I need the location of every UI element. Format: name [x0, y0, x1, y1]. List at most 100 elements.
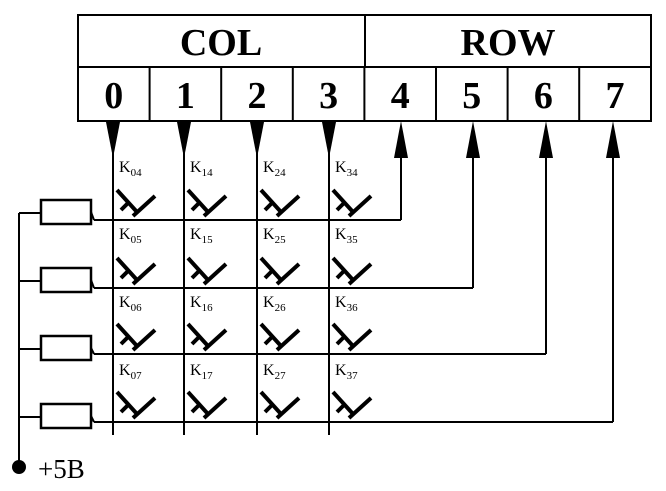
switch-contact: [331, 322, 355, 348]
row-arrow-6: [539, 121, 553, 158]
switch-tick: [335, 269, 346, 280]
key-switch-27: [259, 390, 301, 420]
switch-tick: [190, 269, 201, 280]
column-arrow-2: [250, 122, 264, 158]
switch-tick: [263, 201, 274, 212]
row-label: ROW: [461, 22, 556, 64]
key-switch-05: [115, 256, 157, 286]
key-label-34: K34: [335, 159, 358, 179]
port-header-table: COL ROW 0 1 2 3 4 5 6 7: [77, 14, 652, 122]
bit-label-4: 4: [391, 75, 410, 117]
key-switch-24: [259, 188, 301, 218]
bit-label-3: 3: [319, 75, 338, 117]
resistor-7: [39, 402, 93, 430]
key-switch-16: [186, 322, 228, 352]
column-lines: [106, 121, 336, 435]
resistor-lead-right: [90, 279, 95, 289]
switch-blade: [275, 396, 301, 420]
key-label-06: K06: [119, 294, 142, 314]
supply-terminal: [12, 460, 26, 474]
switch-contact: [186, 256, 210, 282]
bit-label-0: 0: [104, 75, 123, 117]
key-label-14: K14: [190, 159, 213, 179]
key-label-05: K05: [119, 226, 142, 246]
bit-label-2: 2: [248, 75, 267, 117]
key-switch-04: [115, 188, 157, 218]
key-label-16: K16: [190, 294, 213, 314]
resistor-5: [39, 266, 93, 294]
resistor-lead-right: [90, 415, 95, 423]
key-switch-15: [186, 256, 228, 286]
key-label-37: K37: [335, 362, 358, 382]
bit-label-1: 1: [176, 75, 195, 117]
row-arrow-5: [466, 121, 480, 158]
row-lines: [94, 121, 620, 423]
switch-blade: [202, 396, 228, 420]
switch-tick: [119, 335, 130, 346]
switch-blade: [347, 328, 373, 352]
switch-tick: [263, 403, 274, 414]
resistor-6: [39, 334, 93, 362]
switch-contact: [259, 256, 283, 282]
switch-contact: [259, 322, 283, 348]
switch-blade: [131, 262, 157, 286]
switch-blade: [202, 194, 228, 218]
switch-blade: [131, 328, 157, 352]
switch-tick: [335, 201, 346, 212]
switch-contact: [186, 322, 210, 348]
switch-blade: [202, 262, 228, 286]
switch-blade: [347, 396, 373, 420]
supply-label: +5B: [38, 454, 85, 484]
bit-label-5: 5: [462, 75, 481, 117]
row-arrow-7: [606, 121, 620, 158]
key-label-26: K26: [263, 294, 286, 314]
resistor-lead-right: [90, 211, 95, 221]
switch-tick: [119, 403, 130, 414]
bit-label-7: 7: [606, 75, 625, 117]
key-switch-34: [331, 188, 373, 218]
switch-contact: [115, 188, 139, 214]
key-switch-07: [115, 390, 157, 420]
switch-blade: [347, 262, 373, 286]
switch-contact: [331, 256, 355, 282]
switch-tick: [335, 403, 346, 414]
switch-tick: [119, 201, 130, 212]
switch-contact: [259, 188, 283, 214]
key-label-04: K04: [119, 159, 142, 179]
switch-contact: [259, 390, 283, 416]
resistor-lead-right: [90, 347, 95, 355]
column-arrow-0: [106, 122, 120, 158]
column-arrow-3: [322, 122, 336, 158]
switch-contact: [331, 390, 355, 416]
switch-tick: [335, 335, 346, 346]
key-switch-14: [186, 188, 228, 218]
key-label-15: K15: [190, 226, 213, 246]
switch-blade: [202, 328, 228, 352]
key-switch-37: [331, 390, 373, 420]
key-switch-26: [259, 322, 301, 352]
switch-contact: [115, 390, 139, 416]
key-label-36: K36: [335, 294, 358, 314]
bit-label-6: 6: [534, 75, 553, 117]
switch-tick: [119, 269, 130, 280]
switch-tick: [263, 335, 274, 346]
switch-contact: [331, 188, 355, 214]
key-switch-36: [331, 322, 373, 352]
key-switch-25: [259, 256, 301, 286]
key-switch-17: [186, 390, 228, 420]
switch-blade: [131, 194, 157, 218]
switch-contact: [186, 390, 210, 416]
switch-blade: [275, 194, 301, 218]
switch-contact: [186, 188, 210, 214]
key-switch-35: [331, 256, 373, 286]
pullup-resistors: [19, 198, 95, 430]
switch-blade: [275, 262, 301, 286]
col-label: COL: [180, 22, 262, 64]
key-label-07: K07: [119, 362, 142, 382]
switch-tick: [190, 403, 201, 414]
switch-contact: [115, 322, 139, 348]
key-switch-06: [115, 322, 157, 352]
key-label-27: K27: [263, 362, 286, 382]
